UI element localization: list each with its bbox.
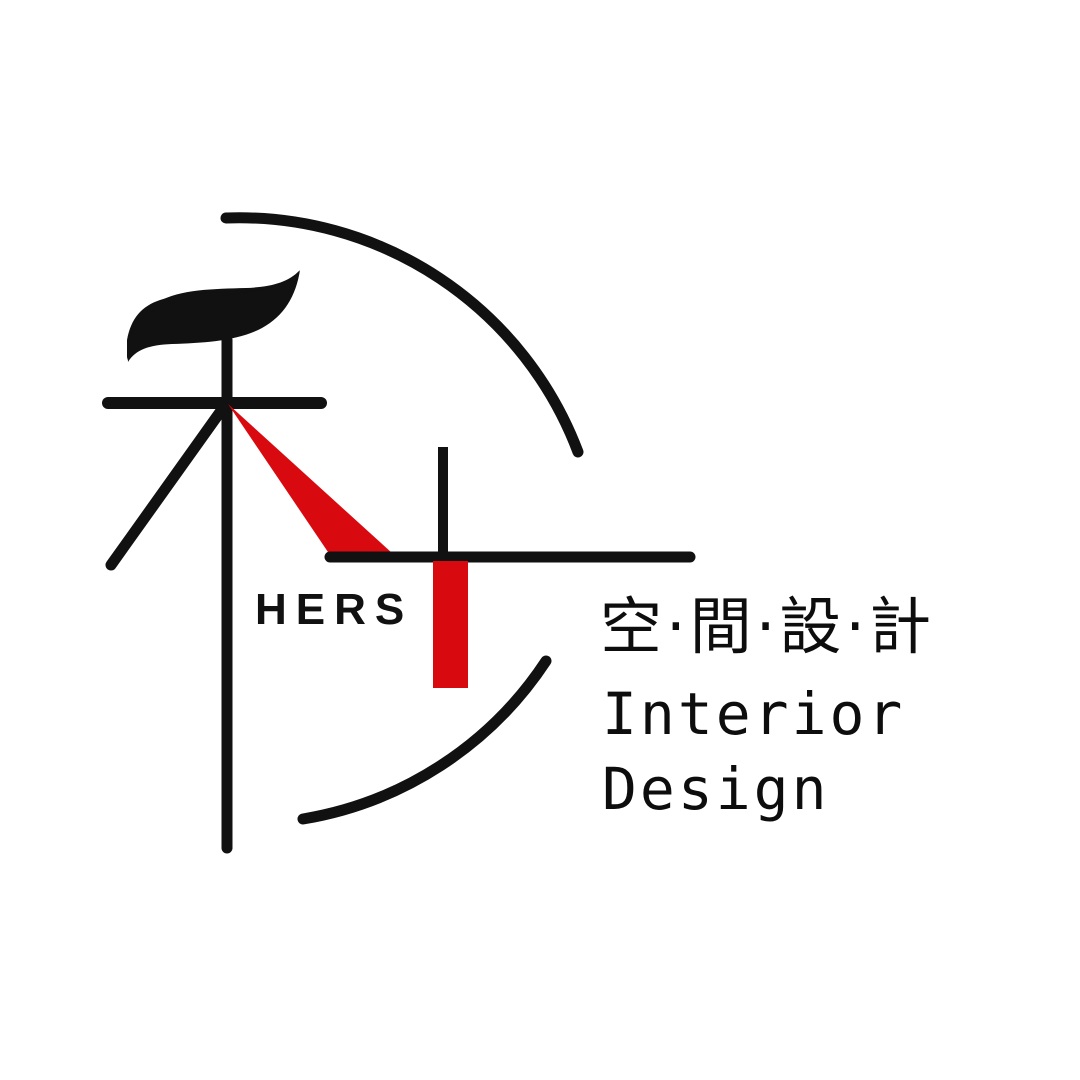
- pie-brush-stroke-mass-icon: [127, 270, 300, 362]
- wordmark-hers: HERS: [255, 585, 414, 634]
- red-wedge-stroke-icon: [228, 404, 392, 555]
- red-vertical-bar-icon: [433, 561, 468, 688]
- arc-lower-right-icon: [297, 655, 552, 825]
- left-diagonal-rule-icon: [105, 402, 229, 571]
- arc-upper-right-icon: [220, 212, 584, 458]
- tagline-english-line-2: Design: [602, 755, 830, 823]
- tagline-english-line-1: Interior: [602, 680, 906, 748]
- tagline-chinese: 空·間·設·計: [600, 590, 936, 663]
